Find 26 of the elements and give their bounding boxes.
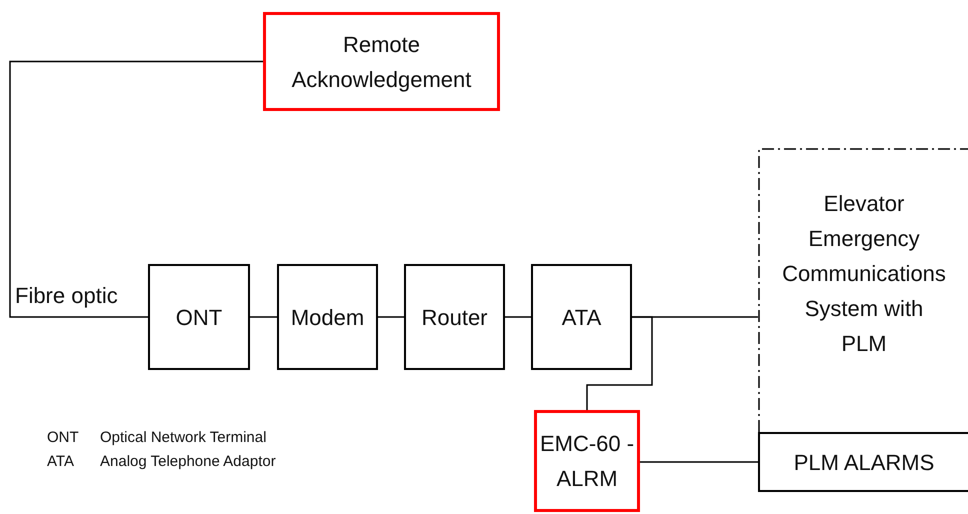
device-box — [148, 264, 250, 370]
device-box — [277, 264, 378, 370]
connector-line — [586, 316, 653, 410]
system-enclosure — [758, 148, 968, 432]
box-label: Modem — [290, 304, 364, 332]
box-label: ONT — [176, 304, 222, 332]
abbreviation-meaning: Analog Telephone Adaptor — [100, 453, 276, 470]
device-box — [404, 264, 505, 370]
box-label: ATA — [562, 304, 602, 332]
abbreviation: ONT — [47, 429, 79, 446]
device-box — [531, 264, 632, 370]
device-box — [758, 432, 968, 492]
connector-line — [250, 316, 277, 318]
connector-line — [505, 316, 531, 318]
connector-line — [378, 316, 404, 318]
connector-line — [9, 60, 263, 318]
box-label: Elevator Emergency Communications System with PLM — [782, 190, 946, 358]
box-label: EMC-60 -ALRM — [538, 430, 636, 493]
device-box — [263, 12, 500, 111]
box-label: Remote Acknowledgement — [290, 30, 472, 94]
box-label: Router — [421, 304, 488, 332]
abbreviation-meaning: Optical Network Terminal — [100, 429, 266, 446]
box-label: PLM ALARMS — [794, 448, 934, 476]
connector-line — [640, 461, 758, 463]
abbreviation: ATA — [47, 453, 74, 470]
device-box — [534, 410, 640, 512]
